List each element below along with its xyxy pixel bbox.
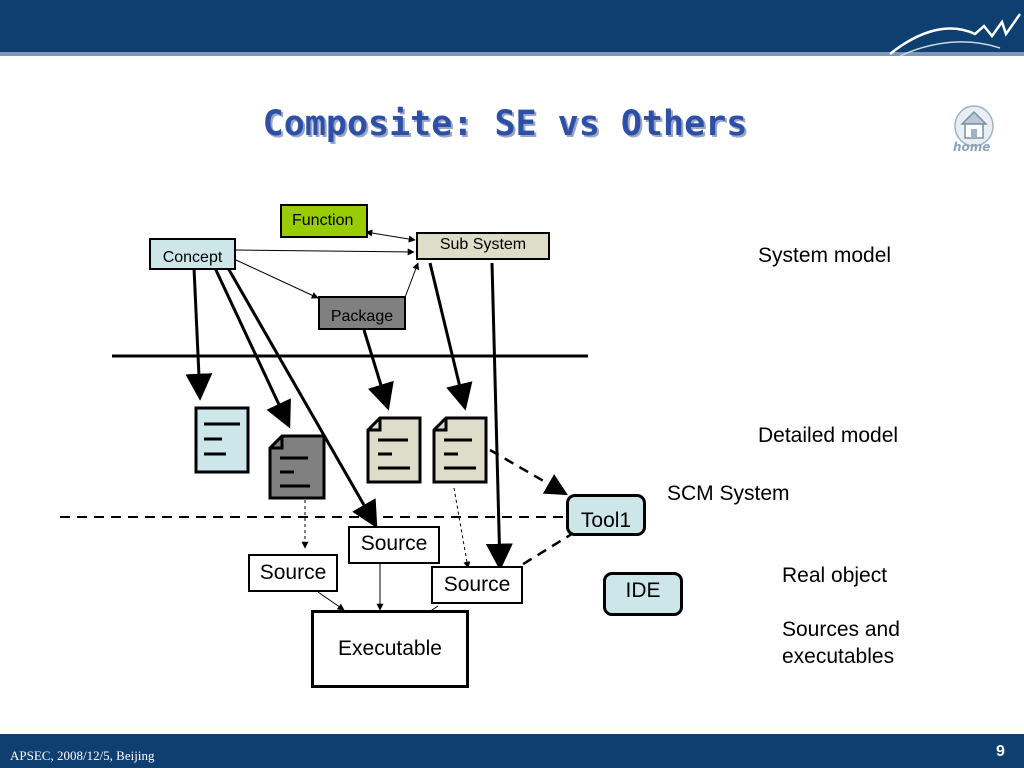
source-node: Source bbox=[248, 554, 338, 592]
label-sources-and: Sources and bbox=[782, 618, 900, 641]
header-divider bbox=[0, 52, 1024, 56]
footer-text: APSEC, 2008/12/5, Beijing bbox=[10, 748, 155, 763]
footer-bar bbox=[0, 734, 1024, 768]
home-label: home bbox=[953, 140, 991, 154]
document-icon bbox=[432, 416, 488, 484]
home-button[interactable]: home bbox=[950, 100, 1002, 158]
package-node: Package bbox=[318, 296, 406, 330]
tool-node: Tool1 bbox=[566, 494, 646, 536]
ide-node: IDE bbox=[603, 572, 683, 616]
document-icon bbox=[194, 406, 250, 474]
label-real-object: Real object bbox=[782, 564, 888, 587]
home-icon bbox=[954, 105, 994, 147]
document-icon bbox=[268, 434, 326, 500]
page-number: 9 bbox=[996, 743, 1005, 760]
label-detailed-model: Detailed model bbox=[758, 424, 899, 447]
concept-node: Concept bbox=[149, 238, 236, 270]
label-executables: executables bbox=[782, 645, 895, 668]
header-bar bbox=[0, 0, 1024, 52]
label-system-model: System model bbox=[758, 244, 892, 267]
label-scm-system: SCM System bbox=[667, 482, 790, 505]
executable-node: Executable bbox=[311, 610, 469, 688]
slide-title: Composite: SE vs Others bbox=[262, 104, 748, 144]
function-node: Function bbox=[280, 204, 368, 238]
logo-swoosh bbox=[889, 13, 1022, 56]
document-icon bbox=[366, 416, 422, 484]
source-node: Source bbox=[431, 566, 523, 604]
sub-system-node: Sub System bbox=[416, 232, 550, 260]
source-node: Source bbox=[348, 526, 440, 564]
